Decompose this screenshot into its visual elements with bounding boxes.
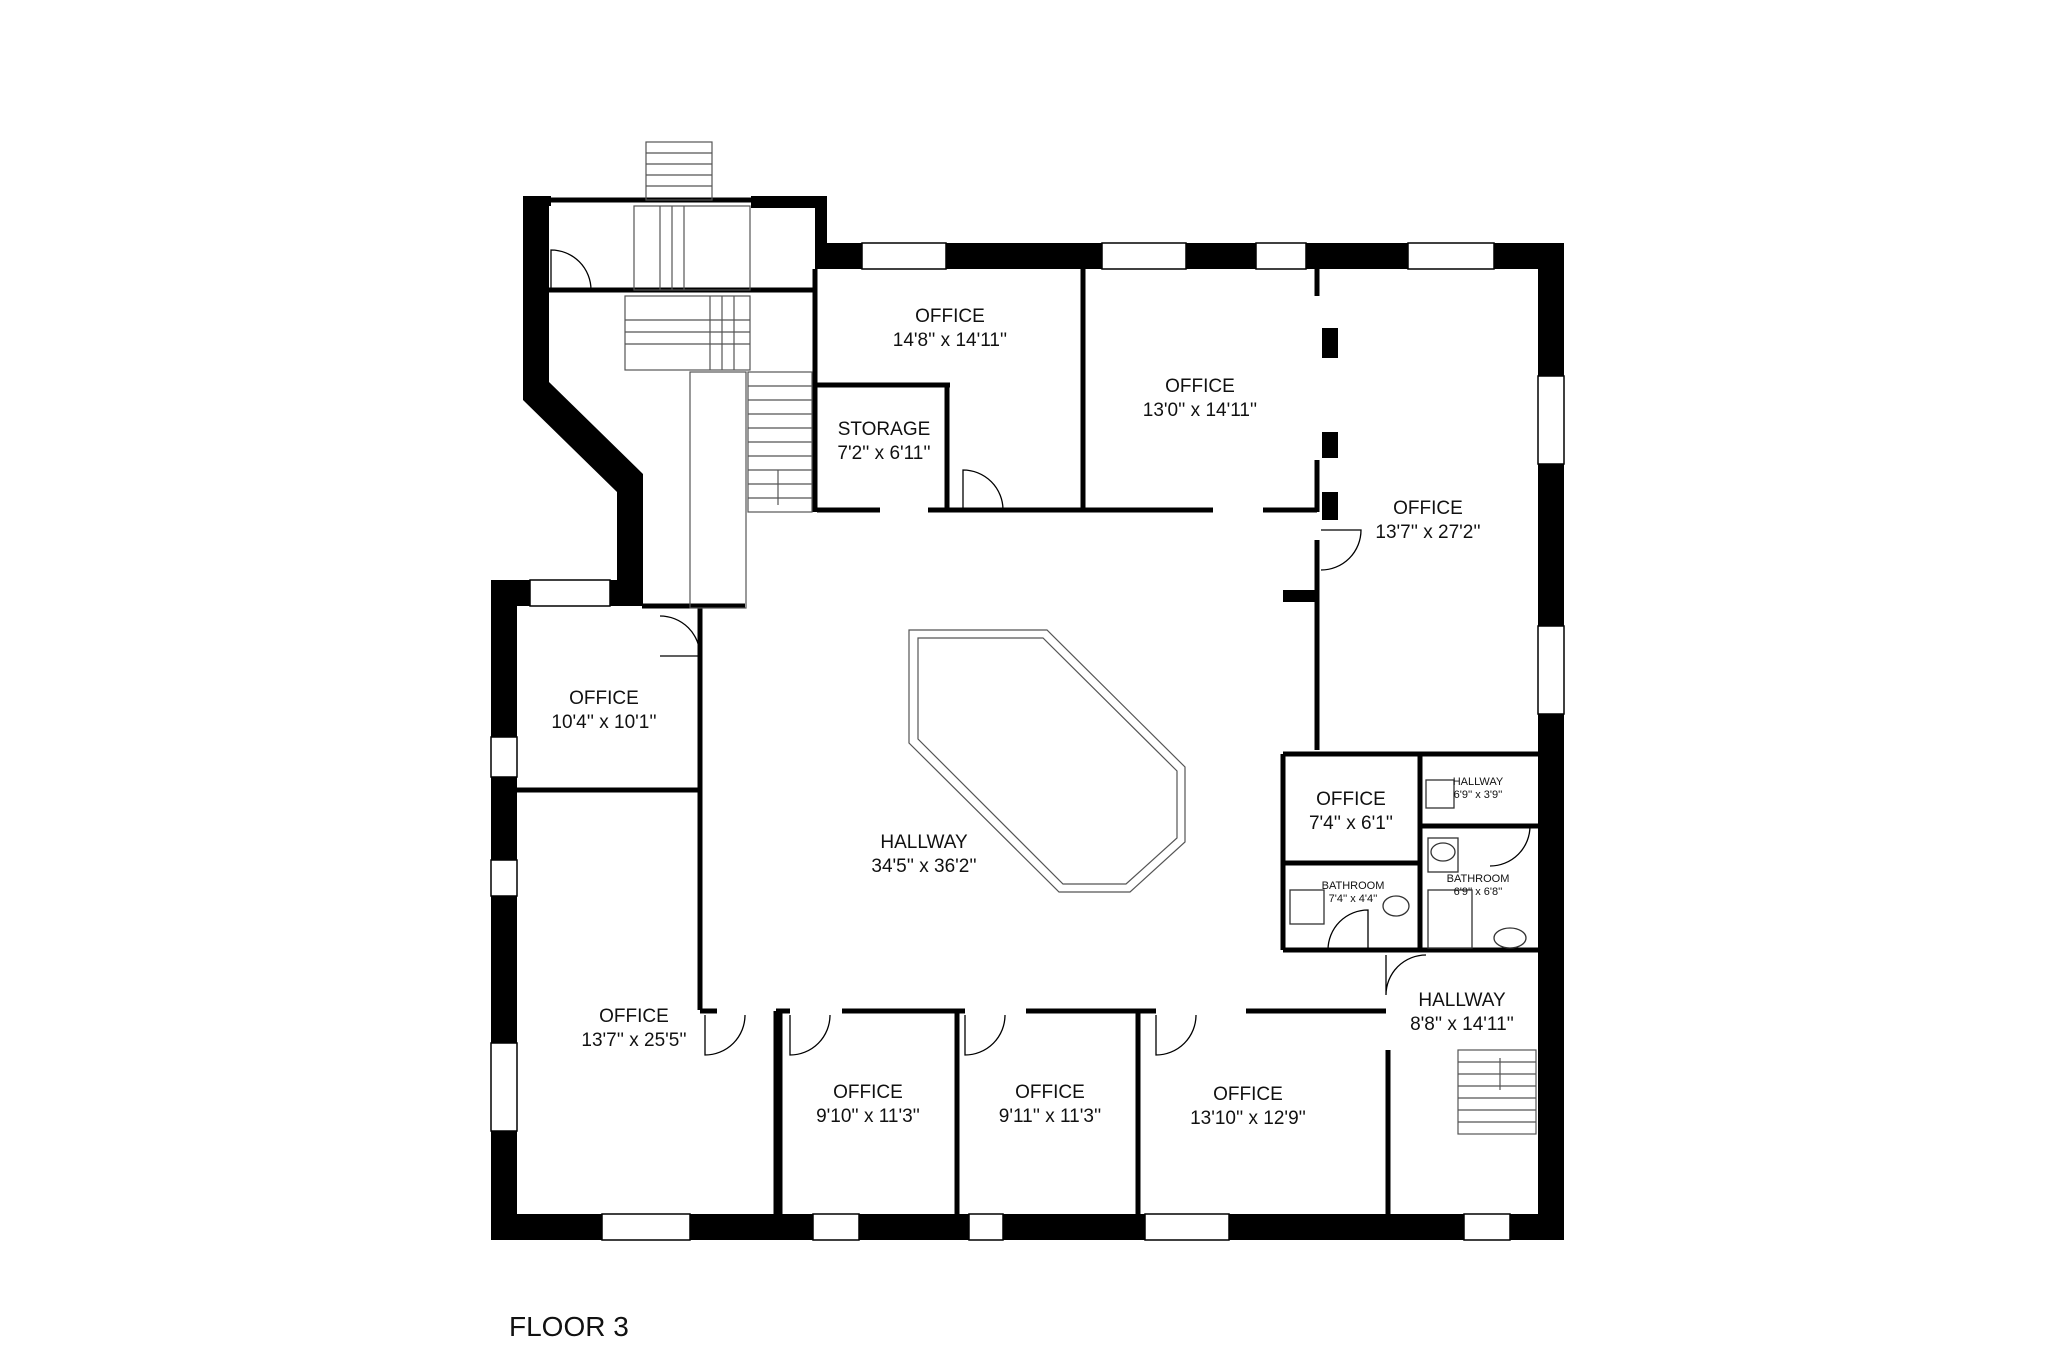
room-size-office-top-left: 14'8'' x 14'11'' [893,330,1007,351]
room-size-hallway-small: 6'9'' x 3'9'' [1454,789,1503,801]
room-size-office-bottom-2: 9'11'' x 11'3'' [999,1106,1101,1127]
room-name-office-top-right: OFFICE [1393,498,1463,519]
room-name-office-top-left: OFFICE [915,306,985,327]
room-size-office-small: 7'4'' x 6'1'' [1309,813,1393,834]
room-name-office-top-middle: OFFICE [1165,376,1235,397]
room-name-office-large-west: OFFICE [599,1006,669,1027]
room-size-office-top-middle: 13'0'' x 14'11'' [1143,400,1257,421]
room-size-storage: 7'2'' x 6'11'' [837,443,930,464]
room-labels: OFFICE 14'8'' x 14'11'' STORAGE 7'2'' x 6'1… [551,306,1514,1129]
floor-label: FLOOR 3 [509,1311,629,1342]
room-size-bathroom-1: 7'4'' x 4'4'' [1329,893,1378,905]
room-name-storage: STORAGE [838,419,931,440]
room-size-office-west: 10'4'' x 10'1'' [551,712,656,733]
atrium-outline [908,629,1186,893]
room-size-bathroom-2: 6'9'' x 6'8'' [1454,886,1503,898]
room-size-hallway-east: 8'8'' x 14'11'' [1410,1014,1514,1035]
bathroom-fixtures [1289,779,1527,949]
doors [550,249,1531,1056]
room-name-bathroom-1: BATHROOM [1322,880,1385,892]
room-name-bathroom-2: BATHROOM [1447,873,1510,885]
room-name-office-bottom-2: OFFICE [1015,1082,1085,1103]
interior-walls [517,197,1538,1214]
room-size-hallway-main: 34'5'' x 36'2'' [871,856,976,877]
room-name-hallway-main: HALLWAY [880,832,968,853]
room-name-office-west: OFFICE [569,688,639,709]
stairs [624,141,1537,1135]
room-size-office-top-right: 13'7'' x 27'2'' [1375,522,1480,543]
room-name-hallway-east: HALLWAY [1418,990,1506,1011]
room-name-office-small: OFFICE [1316,789,1386,810]
room-name-hallway-small: HALLWAY [1453,776,1504,788]
room-size-office-bottom-1: 9'10'' x 11'3'' [816,1106,920,1127]
room-size-office-large-west: 13'7'' x 25'5'' [581,1030,686,1051]
windows [490,242,1565,1241]
room-size-office-bottom-3: 13'10'' x 12'9'' [1190,1108,1306,1129]
room-name-office-bottom-1: OFFICE [833,1082,903,1103]
room-name-office-bottom-3: OFFICE [1213,1084,1283,1105]
